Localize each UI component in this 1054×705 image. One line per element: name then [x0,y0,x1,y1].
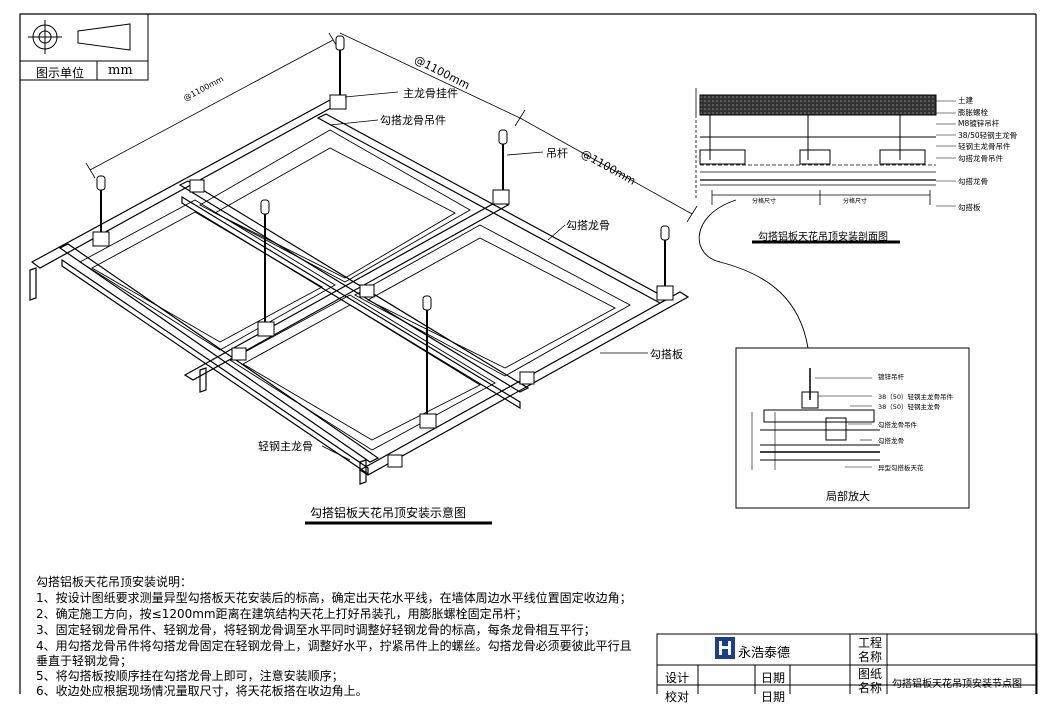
rod-caps [96,35,670,311]
hanger-clips [92,94,674,468]
projection-symbol-box [19,13,149,81]
title-block-frame [656,633,1038,694]
detail-label: 异型勾搭板天花 [878,464,924,472]
projection-cone-icon [77,23,131,51]
company-logo [715,637,735,659]
note-line: 6、收边处应根据现场情况量取尺寸，将天花板搭在收边角上。 [36,684,368,698]
section-drawing-title: 勾搭铝板天花吊顶安装剖面图 [758,232,888,243]
section-label: 土建 [958,96,973,105]
detail-label: 勾搭龙骨 [878,437,904,445]
notes-title: 勾搭铝板天花吊顶安装说明： [36,575,193,589]
detail-label: 38（50）轻钢主龙骨吊件 [878,393,954,401]
label-rod: 吊杆 [546,147,568,160]
section-labels: 土建 膨胀螺栓 M8镀锌吊杆 38/50轻钢主龙骨 轻钢主龙骨吊件 勾搭龙骨吊件 [958,95,1017,164]
section-label: 膨胀螺栓 [958,107,988,117]
main-drawing-title: 勾搭铝板天花吊顶安装示意图 [310,506,467,520]
sheet-frame [19,13,1037,694]
detail-labels: 镀锌吊杆 [878,373,904,382]
section-label: 轻钢主龙骨吊件 [958,142,1011,151]
design-label: 设计 [665,671,690,685]
label-hook-panel: 勾搭板 [650,348,683,361]
note-line: 2、确定施工方向，按≤1200mm距离在建筑结构天花上打好吊装孔，用膨胀螺栓固定… [36,607,528,621]
panel-outlines [79,129,631,451]
detail-label: 38（50）轻钢主龙骨 [878,403,941,411]
leader-lines [321,91,648,461]
detail-label: 勾搭龙骨吊件 [878,421,917,429]
note-line: 5、将勾搭板按顺序挂在勾搭龙骨上即可，注意安装顺序； [36,669,344,683]
date-label: 日期 [761,671,786,685]
note-line: 3、固定轻钢龙骨吊件、轻钢龙骨，将轻钢龙骨调至水平同时调整好轻钢龙骨的标高，每条… [36,623,596,637]
section-label: 勾搭龙骨吊件 [958,153,1003,163]
label-main-hanger: 主龙骨挂件 [403,87,458,100]
check-label: 校对 [665,690,690,704]
note-line: 垂直于轻钢龙骨； [36,654,133,668]
section-label: 勾搭龙骨 [958,177,988,186]
section-dim-label: 分格尺寸 [843,198,868,205]
section-label: M8镀锌吊杆 [958,119,1000,128]
detail-callout-curve [698,199,809,349]
isometric-ceiling-grid [29,32,698,485]
project-name-label: 工程名称 [858,636,883,664]
drawing-name-label: 图纸名称 [858,667,883,695]
section-drawing [695,88,956,207]
note-line: 4、用勾搭龙骨吊件将勾搭龙骨固定在轻钢龙骨上，调整好水平，拧紧吊件上的螺丝。勾搭… [36,639,632,653]
unit-label: 图示单位 [36,66,85,80]
label-hook-keel: 勾搭龙骨 [566,219,610,232]
date-label: 日期 [761,690,786,704]
detail-drawing-title: 局部放大 [826,490,870,503]
section-label: 38/50轻钢主龙骨 [958,130,1018,140]
detail-label: 镀锌吊杆 [878,373,904,381]
unit-value: mm [108,63,133,78]
label-hook-hanger: 勾搭龙骨吊件 [380,114,446,127]
drawing-name: 勾搭铝板天花吊顶安装节点图 [892,679,1022,690]
label-light-steel-main: 轻钢主龙骨 [258,440,313,453]
note-line: 1、按设计图纸要求测量异型勾搭板天花安装后的标高，确定出天花水平线，在墙体周边水… [36,591,632,605]
section-dim-label: 分格尺寸 [752,198,777,205]
section-label: 勾搭板 [958,203,981,212]
detail-drawing [735,347,970,509]
company-name: 永浩泰德 [738,646,791,661]
